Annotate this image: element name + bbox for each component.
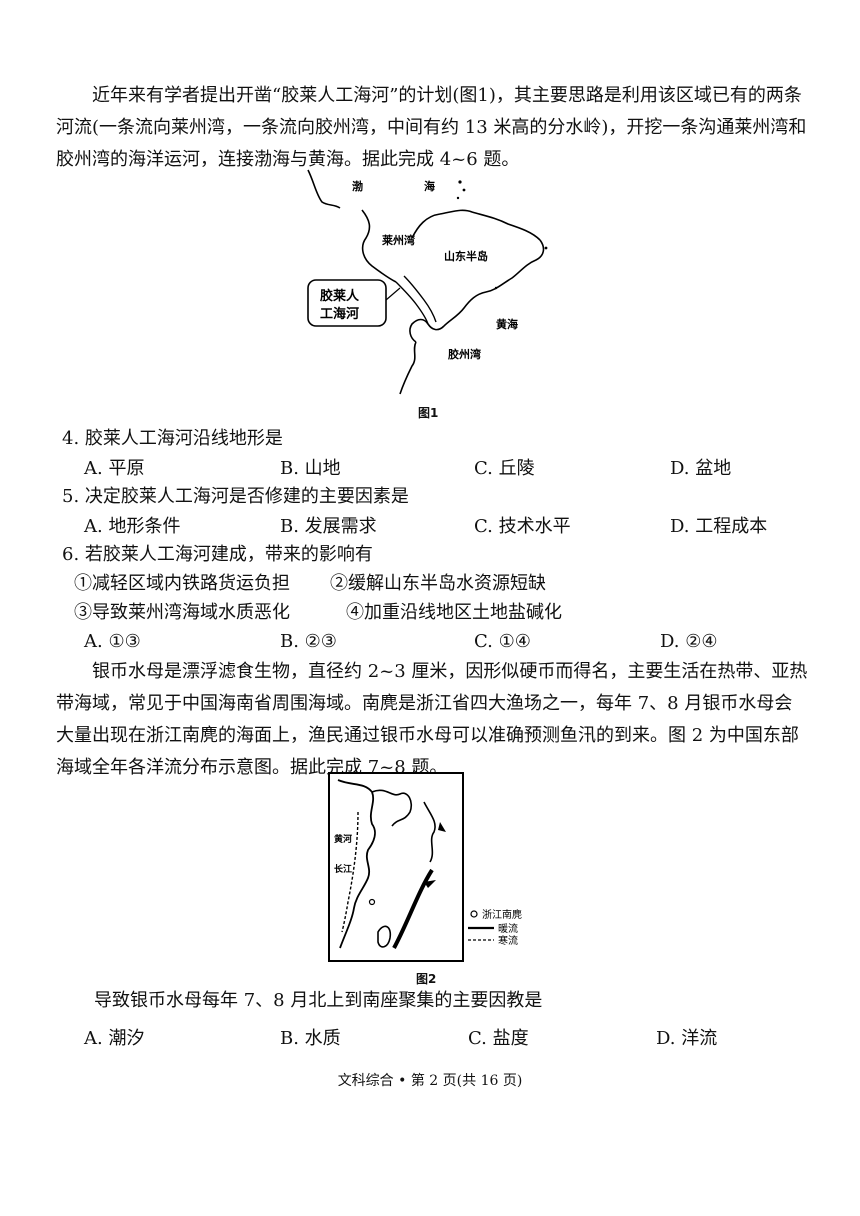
question-4-stem: 4. 胶莱人工海河沿线地形是: [62, 428, 283, 449]
question-5-options: A. 地形条件 B. 发展需求 C. 技术水平 D. 工程成本: [84, 512, 784, 542]
japan-coast: [423, 801, 436, 863]
label-shandong-peninsula: 山东半岛: [444, 249, 488, 263]
q6-statement-3: ③导致莱州湾海域水质恶化: [74, 602, 290, 623]
island-dot: [544, 246, 548, 250]
label-jiaozhou-bay: 胶州湾: [448, 347, 481, 361]
cold-current: [341, 811, 359, 933]
island-dot: [462, 188, 466, 192]
q4-option-c[interactable]: C. 丘陵: [474, 458, 535, 479]
east-china-currents-map: 黄河 长江 浙江南麂 暖流 寒流: [328, 772, 522, 962]
label-canal-line1: 胶莱人: [320, 288, 360, 304]
q6-option-b[interactable]: B. ②③: [280, 631, 337, 652]
passage-1: 近年来有学者提出开凿“胶莱人工海河”的计划(图1)，其主要思路是利用该区域已有的…: [56, 85, 807, 170]
label-huanghai: 黄海: [496, 317, 518, 331]
island-dot: [456, 196, 460, 200]
figure-2-caption: 图2: [416, 972, 437, 986]
coastline-north: [307, 169, 341, 209]
island-dot: [458, 180, 462, 184]
coastline-jiaozhou: [409, 318, 445, 343]
q7-option-a[interactable]: A. 潮汐: [84, 1028, 145, 1049]
question-5-stem: 5. 决定胶莱人工海河是否修建的主要因素是: [62, 486, 409, 507]
q4-option-d[interactable]: D. 盆地: [670, 458, 732, 479]
q7-option-c[interactable]: C. 盐度: [468, 1028, 529, 1049]
label-bohai-1: 渤: [352, 179, 363, 193]
warm-current: [392, 868, 434, 949]
passage-2: 银币水母是漂浮滤食生物，直径约 2~3 厘米，因形似硬币而得名，主要生活在热带、…: [56, 661, 808, 778]
question-6-stem: 6. 若胶莱人工海河建成，带来的影响有: [62, 544, 373, 565]
korea-coast: [371, 789, 413, 827]
q5-option-c[interactable]: C. 技术水平: [474, 516, 571, 537]
current-arrow: [424, 880, 436, 888]
q4-option-a[interactable]: A. 平原: [84, 458, 145, 479]
label-laizhou-bay: 莱州湾: [382, 233, 415, 247]
nanji-marker: [368, 898, 376, 906]
question-7-options: A. 潮汐 B. 水质 C. 盐度 D. 洋流: [84, 1024, 784, 1054]
q6-option-c[interactable]: C. ①④: [474, 631, 531, 652]
q5-option-a[interactable]: A. 地形条件: [84, 516, 181, 537]
q5-option-b[interactable]: B. 发展需求: [280, 516, 377, 537]
label-bohai-2: 海: [424, 179, 435, 193]
canal-line-west: [395, 281, 429, 325]
label-canal-line2: 工海河: [320, 306, 359, 322]
label-huanghe: 黄河: [334, 833, 352, 845]
figure-2-map: 黄河 长江 浙江南麂 暖流 寒流: [328, 772, 544, 962]
q6-statement-4: ④加重沿线地区土地盐碱化: [346, 602, 562, 623]
q4-option-b[interactable]: B. 山地: [280, 458, 341, 479]
question-6-options: A. ①③ B. ②③ C. ①④ D. ②④: [84, 627, 784, 657]
legend-nanji-label: 浙江南麂: [482, 908, 522, 921]
legend-nanji-symbol: [470, 910, 478, 918]
coastline-laizhou: [361, 209, 397, 283]
label-changjiang: 长江: [334, 863, 352, 875]
question-7-stem: 导致银币水母每年 7、8 月北上到南座聚集的主要因教是: [94, 990, 543, 1011]
q7-option-d[interactable]: D. 洋流: [656, 1028, 718, 1049]
island-dot: [494, 286, 498, 290]
coastline-peninsula-north: [411, 209, 541, 241]
q7-option-b[interactable]: B. 水质: [280, 1028, 341, 1049]
taiwan-island: [377, 925, 392, 948]
q6-option-a[interactable]: A. ①③: [84, 631, 141, 652]
question-4-options: A. 平原 B. 山地 C. 丘陵 D. 盆地: [84, 454, 784, 484]
coastline-peninsula-south: [443, 239, 545, 327]
q6-statement-2: ②缓解山东半岛水资源短缺: [330, 573, 546, 594]
figure-1-map: 渤 海 莱州湾 山东半岛 胶莱人 工海河 黄海 胶州湾: [300, 168, 560, 398]
figure-1-caption: 图1: [418, 406, 439, 420]
q6-option-d[interactable]: D. ②④: [660, 631, 718, 652]
legend-cold-label: 寒流: [498, 934, 518, 947]
coastline-southwest: [399, 341, 417, 395]
map-frame: [328, 772, 464, 962]
q6-statement-1: ①减轻区域内铁路货运负担: [74, 573, 290, 594]
canal-line-east: [403, 275, 437, 323]
legend-warm-label: 暖流: [498, 922, 518, 935]
page-footer: 文科综合 • 第 2 页(共 16 页): [337, 1073, 523, 1089]
canal-label-box: [307, 279, 387, 327]
q5-option-d[interactable]: D. 工程成本: [670, 516, 768, 537]
canal-label-pointer: [385, 287, 401, 301]
current-arrow: [438, 822, 446, 832]
jiaolai-canal-map: 渤 海 莱州湾 山东半岛 胶莱人 工海河 黄海 胶州湾: [307, 169, 548, 395]
